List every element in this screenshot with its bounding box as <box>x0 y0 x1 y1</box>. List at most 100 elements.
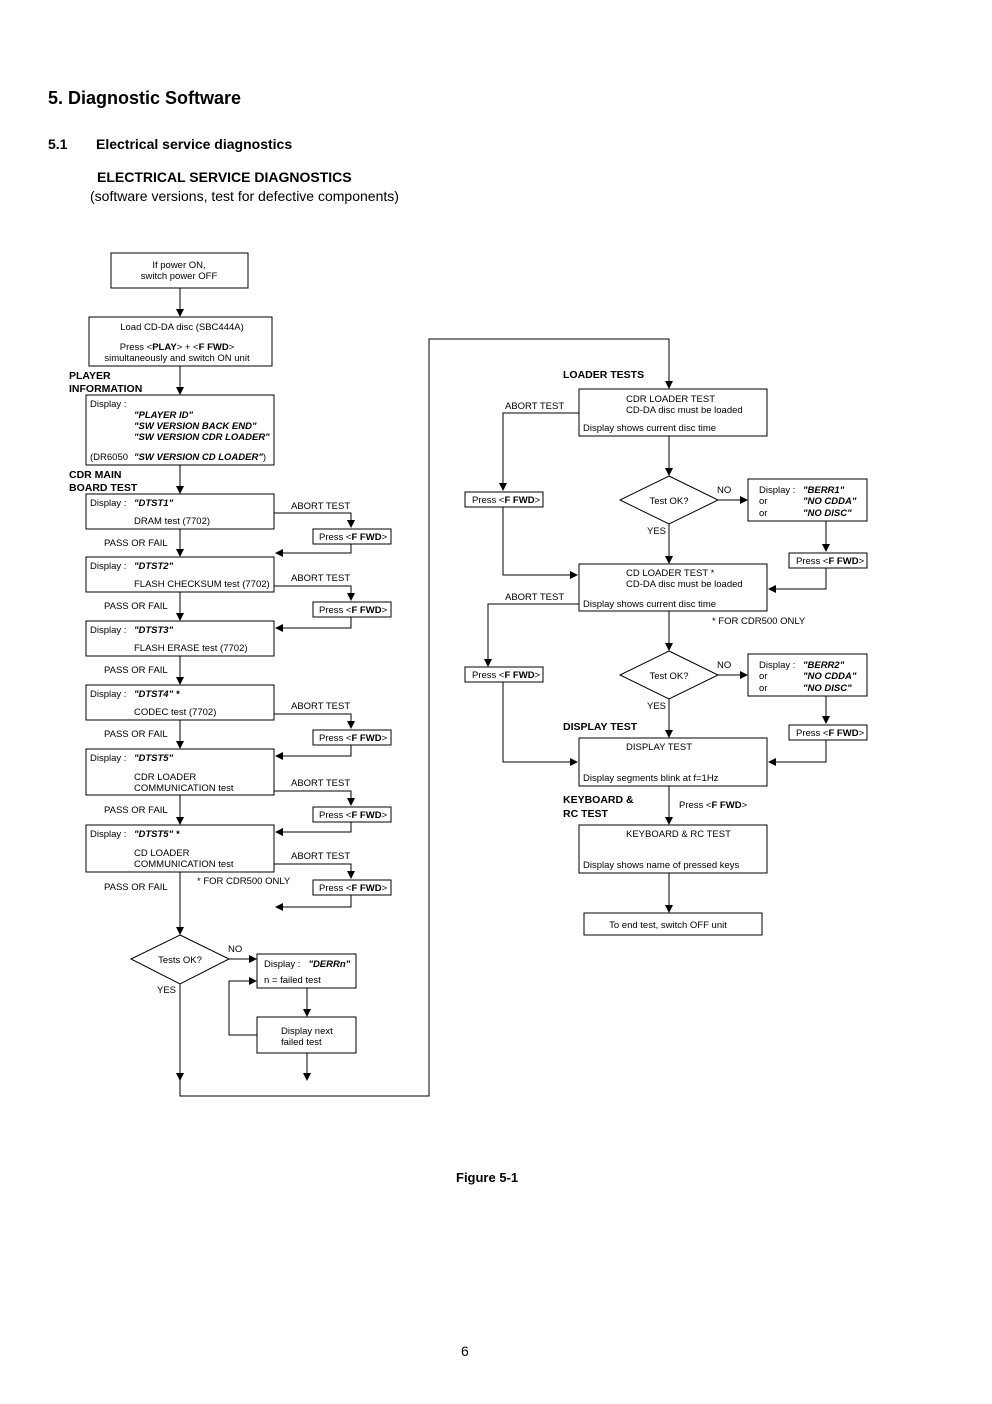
svg-text:INFORMATION: INFORMATION <box>69 383 142 395</box>
svg-text:Display :: Display : <box>90 753 126 764</box>
player-info-label: PLAYER <box>69 370 111 382</box>
svg-text:CODEC test (7702): CODEC test (7702) <box>134 707 216 718</box>
dtst2-box: Display : "DTST2" FLASH CHECKSUM test (7… <box>85 556 275 593</box>
cdr-loader-test-box: CDR LOADER TEST CD-DA disc must be loade… <box>578 388 768 437</box>
svg-text:Display segments blink at f=1H: Display segments blink at f=1Hz <box>583 773 719 784</box>
svg-text:Press <F FWD>: Press <F FWD> <box>472 670 541 681</box>
svg-text:Display :: Display : <box>90 498 126 509</box>
ffwd-button-9[interactable]: Press <F FWD> <box>788 724 868 741</box>
svg-text:RC TEST: RC TEST <box>563 808 609 820</box>
svg-text:Display :: Display : <box>759 485 795 496</box>
svg-text:"NO DISC": "NO DISC" <box>803 683 852 694</box>
svg-text:COMMUNICATION test: COMMUNICATION test <box>134 783 234 794</box>
svg-text:Press <F FWD>: Press <F FWD> <box>319 810 388 821</box>
svg-text:YES: YES <box>647 526 666 537</box>
keyboard-test-label: KEYBOARD & <box>563 794 634 806</box>
ffwd-button-1[interactable]: Press <F FWD> <box>312 528 392 545</box>
diagnostics-heading: ELECTRICAL SERVICE DIAGNOSTICS <box>97 169 352 185</box>
figure-caption: Figure 5-1 <box>456 1170 519 1185</box>
keyboard-test-box: KEYBOARD & RC TEST Display shows name of… <box>578 824 768 874</box>
next-failed-box: Display next failed test <box>256 1016 357 1054</box>
ffwd-button-6[interactable]: Press <F FWD> <box>464 491 544 508</box>
ffwd-button-7[interactable]: Press <F FWD> <box>788 552 868 569</box>
svg-text:NO: NO <box>717 660 731 671</box>
svg-text:Press <F FWD>: Press <F FWD> <box>319 532 388 543</box>
svg-text:Display :: Display : <box>90 625 126 636</box>
svg-text:YES: YES <box>157 985 176 996</box>
svg-text:"NO DISC": "NO DISC" <box>803 508 852 519</box>
svg-text:BOARD TEST: BOARD TEST <box>69 482 138 494</box>
svg-text:Display shows name of pressed: Display shows name of pressed keys <box>583 860 740 871</box>
display-test-label: DISPLAY TEST <box>563 721 638 733</box>
section-title: 5. Diagnostic Software <box>48 88 242 108</box>
svg-text:"DTST5": "DTST5" <box>134 753 174 764</box>
svg-text:"SW VERSION BACK END": "SW VERSION BACK END" <box>134 421 257 432</box>
svg-text:PASS OR FAIL: PASS OR FAIL <box>104 538 168 549</box>
page-number: 6 <box>461 1343 469 1359</box>
svg-text:or: or <box>759 683 767 694</box>
player-info-box: Display : "PLAYER ID" "SW VERSION BACK E… <box>85 394 275 466</box>
ffwd-button-3[interactable]: Press <F FWD> <box>312 729 392 746</box>
svg-text:"PLAYER ID": "PLAYER ID" <box>134 410 193 421</box>
svg-text:Test OK?: Test OK? <box>649 671 688 682</box>
svg-text:COMMUNICATION test: COMMUNICATION test <box>134 859 234 870</box>
display-test-box: DISPLAY TEST Display segments blink at f… <box>578 737 768 787</box>
svg-text:ABORT TEST: ABORT TEST <box>291 778 350 789</box>
svg-text:PASS OR FAIL: PASS OR FAIL <box>104 601 168 612</box>
svg-text:failed test: failed test <box>281 1037 322 1048</box>
svg-text:To end test, switch OFF unit: To end test, switch OFF unit <box>609 920 727 931</box>
svg-text:Display :: Display : <box>90 689 126 700</box>
berr1-box: Display : "BERR1" or "NO CDDA" or "NO DI… <box>747 478 868 522</box>
dtst1-box: Display : "DTST1" DRAM test (7702) <box>85 493 275 530</box>
svg-text:(DR6050"SW VERSION CD LOADER"): (DR6050"SW VERSION CD LOADER") <box>90 452 266 463</box>
svg-text:Load CD-DA disc (SBC444A): Load CD-DA disc (SBC444A) <box>120 322 244 333</box>
subsection-number: 5.1 <box>48 136 68 152</box>
svg-text:Display :: Display : <box>90 829 126 840</box>
start-box: If power ON, switch power OFF <box>110 252 249 289</box>
ffwd-button-8[interactable]: Press <F FWD> <box>464 666 544 683</box>
cdr-main-label: CDR MAIN <box>69 469 122 481</box>
svg-text:Display :: Display : <box>759 660 795 671</box>
svg-text:Press <F FWD>: Press <F FWD> <box>796 728 865 739</box>
svg-text:Display :: Display : <box>90 399 126 410</box>
ffwd-button-5[interactable]: Press <F FWD> <box>312 879 392 896</box>
svg-text:PASS OR FAIL: PASS OR FAIL <box>104 805 168 816</box>
svg-text:FLASH ERASE test (7702): FLASH ERASE test (7702) <box>134 643 248 654</box>
dtst5b-box: Display : "DTST5" * CD LOADER COMMUNICAT… <box>85 824 275 873</box>
svg-text:FLASH CHECKSUM test (7702): FLASH CHECKSUM test (7702) <box>134 579 270 590</box>
svg-text:"DTST4" *: "DTST4" * <box>134 689 181 700</box>
diagnostics-subtitle: (software versions, test for defective c… <box>90 188 399 204</box>
subsection-title: Electrical service diagnostics <box>96 136 293 152</box>
svg-text:"DTST5" *: "DTST5" * <box>134 829 181 840</box>
svg-text:Tests OK?: Tests OK? <box>158 955 202 966</box>
svg-text:simultaneously and switch ON u: simultaneously and switch ON unit <box>104 353 250 364</box>
svg-text:or: or <box>759 671 767 682</box>
svg-text:Press <PLAY> + <F FWD>: Press <PLAY> + <F FWD> <box>120 342 235 353</box>
svg-text:ABORT TEST: ABORT TEST <box>291 573 350 584</box>
svg-text:"BERR2": "BERR2" <box>803 660 845 671</box>
svg-text:PASS OR FAIL: PASS OR FAIL <box>104 882 168 893</box>
dtst5-box: Display : "DTST5" CDR LOADER COMMUNICATI… <box>85 748 275 796</box>
svg-text:switch power OFF: switch power OFF <box>141 271 218 282</box>
svg-text:KEYBOARD & RC TEST: KEYBOARD & RC TEST <box>626 829 731 840</box>
svg-text:ABORT TEST: ABORT TEST <box>291 851 350 862</box>
ffwd-button-2[interactable]: Press <F FWD> <box>312 601 392 618</box>
svg-text:NO: NO <box>717 485 731 496</box>
dtst4-box: Display : "DTST4" * CODEC test (7702) <box>85 684 275 721</box>
ffwd-button-4[interactable]: Press <F FWD> <box>312 806 392 823</box>
svg-text:Press <F FWD>: Press <F FWD> <box>319 733 388 744</box>
cd-loader-test-box: CD LOADER TEST * CD-DA disc must be load… <box>578 563 768 612</box>
end-test-box: To end test, switch OFF unit <box>583 912 763 936</box>
svg-text:CD-DA disc must be loaded: CD-DA disc must be loaded <box>626 579 743 590</box>
berr2-box: Display : "BERR2" or "NO CDDA" or "NO DI… <box>747 653 868 697</box>
svg-text:Display shows current disc ti: Display shows current disc time <box>583 423 716 434</box>
svg-text:DRAM test (7702): DRAM test (7702) <box>134 516 210 527</box>
svg-text:or: or <box>759 508 767 519</box>
svg-text:Display :"DERRn": Display :"DERRn" <box>264 959 351 970</box>
svg-text:CD LOADER TEST *: CD LOADER TEST * <box>626 568 715 579</box>
test-ok-decision-2: Test OK? <box>618 650 720 700</box>
svg-text:* FOR CDR500 ONLY: * FOR CDR500 ONLY <box>712 616 806 627</box>
svg-text:"DTST3": "DTST3" <box>134 625 174 636</box>
svg-text:If power ON,: If power ON, <box>152 260 205 271</box>
